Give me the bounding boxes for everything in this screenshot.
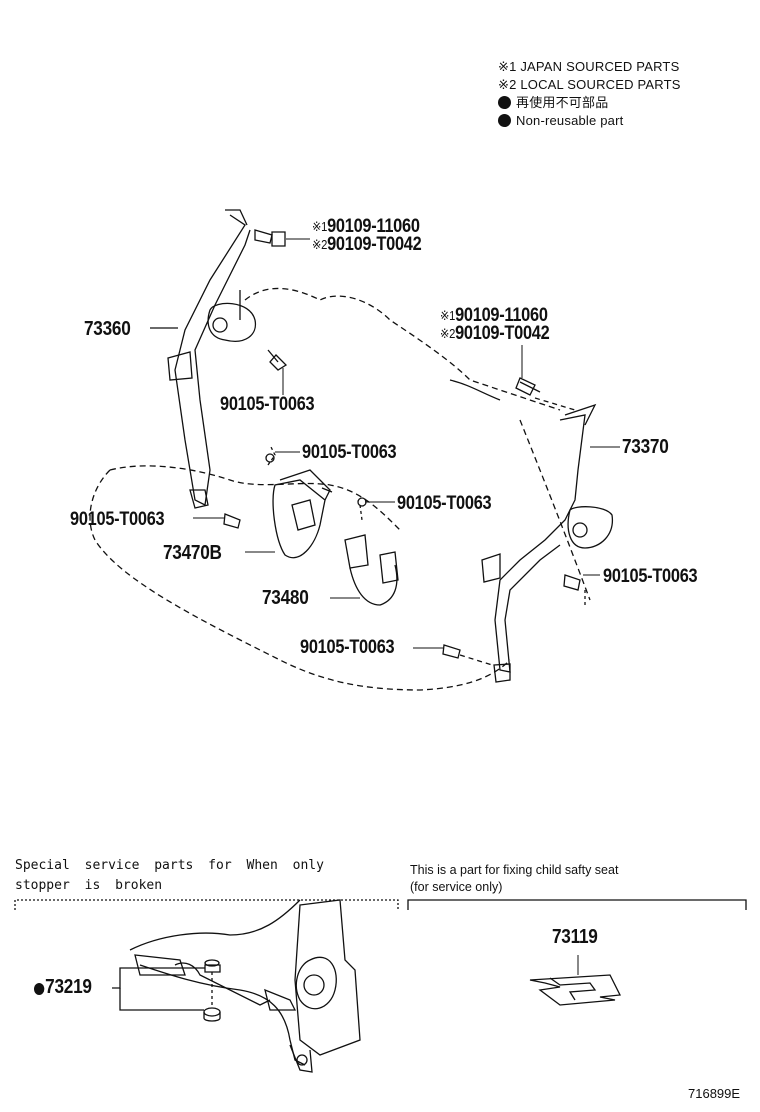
left-note: Special service parts for When only stop… bbox=[15, 858, 324, 893]
label-73470b: 73470B bbox=[163, 542, 222, 564]
filled-dot-icon bbox=[34, 983, 45, 995]
legend-non-reusable-jp: 再使用不可部品 bbox=[498, 94, 681, 112]
label-bolt-t0063-d: 90105-T0063 bbox=[70, 509, 165, 530]
label-bolt-left-2: ※290109-T0042 bbox=[312, 234, 422, 255]
label-bolt-right-2: ※290109-T0042 bbox=[440, 323, 550, 344]
filled-dot-icon bbox=[498, 96, 511, 109]
label-bolt-t0063-f: 90105-T0063 bbox=[300, 637, 395, 658]
filled-dot-icon bbox=[498, 114, 511, 127]
right-note: This is a part for fixing child safty se… bbox=[410, 863, 619, 894]
belt-73360 bbox=[174, 214, 251, 506]
legend-non-reusable-en: Non-reusable part bbox=[498, 112, 681, 130]
legend-local: ※2 LOCAL SOURCED PARTS bbox=[498, 77, 681, 92]
label-73219: 73219 bbox=[34, 976, 92, 999]
label-73360: 73360 bbox=[84, 318, 131, 340]
legend-japan: ※1 JAPAN SOURCED PARTS bbox=[498, 59, 680, 74]
label-73119: 73119 bbox=[552, 926, 598, 948]
label-73480: 73480 bbox=[262, 587, 309, 609]
seat-outline bbox=[244, 287, 561, 411]
label-bolt-t0063-e: 90105-T0063 bbox=[603, 566, 698, 587]
label-73370: 73370 bbox=[622, 436, 669, 458]
belt-73370 bbox=[494, 414, 586, 673]
legend: ※1 JAPAN SOURCED PARTS ※2 LOCAL SOURCED … bbox=[498, 58, 681, 130]
label-bolt-t0063-a: 90105-T0063 bbox=[220, 394, 315, 415]
label-bolt-left-1: ※190109-11060 bbox=[312, 216, 420, 237]
figure-id: 716899E bbox=[688, 1086, 741, 1101]
label-bolt-right-1: ※190109-11060 bbox=[440, 305, 548, 326]
label-bolt-t0063-b: 90105-T0063 bbox=[302, 442, 397, 463]
label-bolt-t0063-c: 90105-T0063 bbox=[397, 493, 492, 514]
